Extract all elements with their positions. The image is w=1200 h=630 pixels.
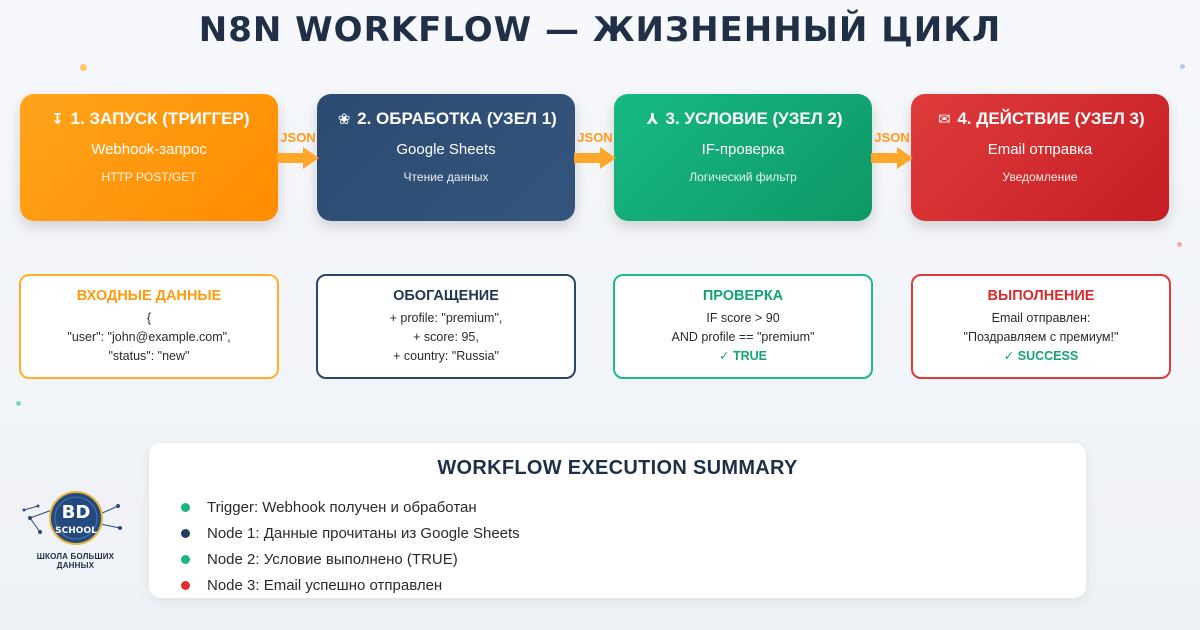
decor-dot [16, 401, 21, 406]
bd-school-logo: BD SCHOOL ШКОЛА БОЛЬШИХ ДАННЫХ [18, 488, 133, 570]
arrow-right-icon [574, 147, 616, 169]
connector-label: JSON [577, 130, 613, 145]
logo-caption: ШКОЛА БОЛЬШИХ ДАННЫХ [36, 552, 115, 570]
card-line: + profile: "premium", [389, 311, 503, 325]
decor-dot [1180, 64, 1185, 69]
node-condition[interactable]: ⅄ 3. УСЛОВИЕ (УЗЕЛ 2) IF-проверка Логичес… [614, 94, 872, 221]
summary-item: Node 3: Email успешно отправлен [181, 572, 1086, 598]
node-service: Webhook-запрос [91, 141, 207, 158]
connector-1: JSON [275, 130, 321, 170]
summary-item: Node 2: Условие выполнено (TRUE) [181, 546, 1086, 572]
card-line: + score: 95, [413, 330, 479, 344]
card-result: ✓ SUCCESS [1003, 349, 1079, 363]
node-title: 3. УСЛОВИЕ (УЗЕЛ 2) [665, 109, 843, 128]
node-title: 1. ЗАПУСК (ТРИГГЕР) [70, 109, 250, 128]
node-service: IF-проверка [701, 141, 785, 158]
node-processing[interactable]: ❀ 2. ОБРАБОТКА (УЗЕЛ 1) Google Sheets Чте… [317, 94, 575, 221]
card-check: ПРОВЕРКА IF score > 90 AND profile == "p… [613, 274, 873, 379]
arrow-right-icon [871, 147, 913, 169]
decor-dot [1177, 242, 1182, 247]
node-service: Google Sheets [396, 141, 496, 158]
card-line: + country: "Russia" [393, 349, 499, 363]
status-dot-icon [181, 528, 190, 538]
logo-text-small: SCHOOL [55, 526, 97, 536]
connector-label: JSON [874, 130, 910, 145]
summary-item-text: Node 2: Условие выполнено (TRUE) [207, 550, 458, 568]
summary-item-text: Node 1: Данные прочитаны из Google Sheet… [207, 524, 520, 542]
execution-summary-panel: WORKFLOW EXECUTION SUMMARY Trigger: Webh… [149, 443, 1086, 598]
card-line: "Поздравляем с премиум!" [963, 330, 1119, 344]
sheets-icon: ❀ [337, 111, 351, 128]
node-title: 2. ОБРАБОТКА (УЗЕЛ 1) [357, 109, 557, 128]
card-title: ПРОВЕРКА [702, 288, 784, 304]
node-desc: HTTP POST/GET [101, 170, 197, 184]
card-line: IF score > 90 [706, 311, 780, 325]
connector-label: JSON [280, 130, 316, 145]
decor-dot [80, 64, 87, 71]
card-title: ВЫПОЛНЕНИЕ [987, 288, 1095, 304]
connector-3: JSON [869, 130, 915, 170]
card-execution: ВЫПОЛНЕНИЕ Email отправлен: "Поздравляем… [911, 274, 1171, 379]
download-icon: ↧ [51, 111, 64, 128]
summary-title: WORKFLOW EXECUTION SUMMARY [437, 457, 798, 479]
summary-item-text: Trigger: Webhook получен и обработан [207, 498, 477, 516]
node-service: Email отправка [987, 141, 1093, 158]
mail-icon: ✉ [938, 111, 951, 128]
card-input-data: ВХОДНЫЕ ДАННЫЕ { "user": "john@example.c… [19, 274, 279, 379]
card-line: "user": "john@example.com", [67, 330, 231, 344]
card-result: ✓ TRUE [719, 349, 767, 363]
connector-2: JSON [572, 130, 618, 170]
page-title: N8N WORKFLOW — ЖИЗНЕННЫЙ ЦИКЛ [198, 10, 1002, 50]
node-title: 4. ДЕЙСТВИЕ (УЗЕЛ 3) [957, 109, 1145, 128]
card-title: ОБОГАЩЕНИЕ [393, 288, 499, 304]
logo-text-big: BD [62, 502, 91, 523]
node-action[interactable]: ✉ 4. ДЕЙСТВИЕ (УЗЕЛ 3) Email отправка Уве… [911, 94, 1169, 221]
summary-list: Trigger: Webhook получен и обработан Nod… [181, 494, 1086, 598]
split-icon: ⅄ [646, 111, 659, 128]
card-line: { [146, 311, 152, 325]
node-desc: Логический фильтр [689, 170, 797, 184]
status-dot-icon [181, 554, 190, 564]
node-desc: Чтение данных [403, 170, 489, 184]
status-dot-icon [181, 580, 190, 590]
node-trigger[interactable]: ↧ 1. ЗАПУСК (ТРИГГЕР) Webhook-запрос HTTP… [20, 94, 278, 221]
card-line: Email отправлен: [991, 311, 1091, 325]
summary-item-text: Node 3: Email успешно отправлен [207, 576, 443, 594]
summary-item: Node 1: Данные прочитаны из Google Sheet… [181, 520, 1086, 546]
card-title: ВХОДНЫЕ ДАННЫЕ [76, 288, 222, 304]
logo-emblem-icon: BD SCHOOL [22, 491, 122, 545]
status-dot-icon [181, 502, 190, 512]
card-enrichment: ОБОГАЩЕНИЕ + profile: "premium", + score… [316, 274, 576, 379]
summary-item: Trigger: Webhook получен и обработан [181, 494, 1086, 520]
node-desc: Уведомление [1002, 170, 1078, 184]
card-line: "status": "new" [108, 349, 190, 363]
card-line: AND profile == "premium" [671, 330, 815, 344]
arrow-right-icon [277, 147, 319, 169]
